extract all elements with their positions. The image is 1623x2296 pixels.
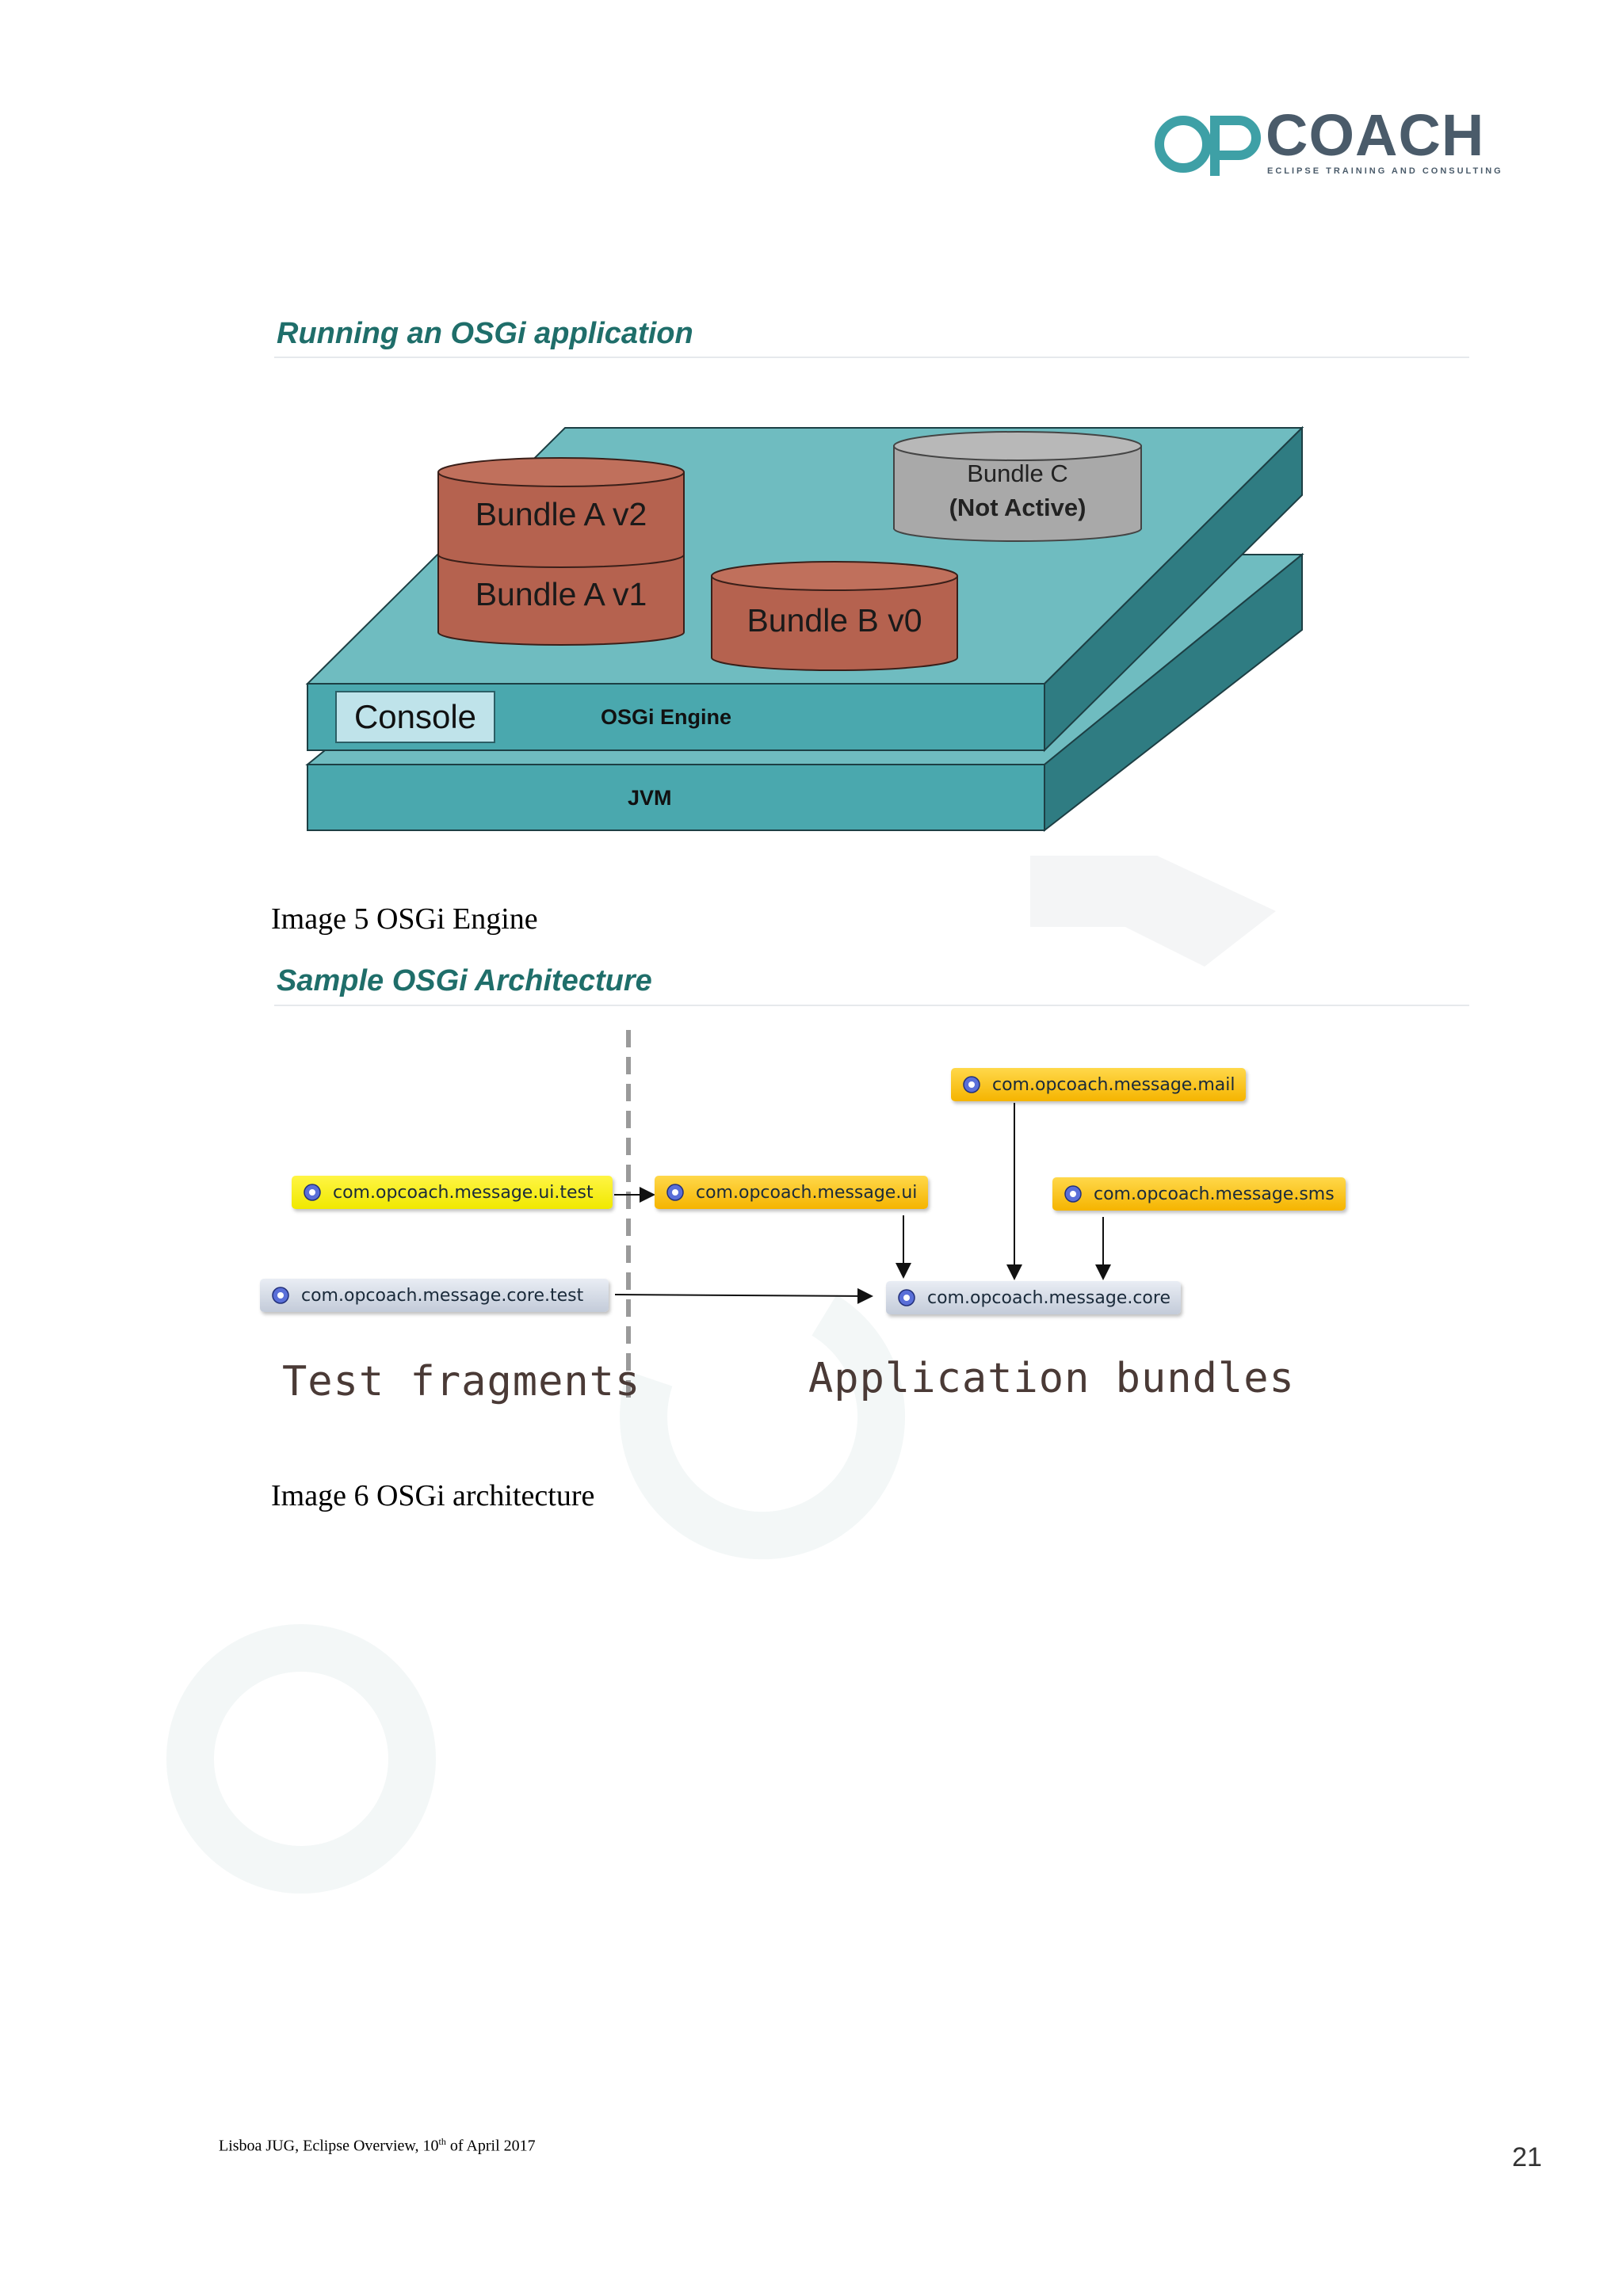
jvm-label: JVM — [628, 786, 672, 810]
plugin-icon — [1064, 1185, 1082, 1203]
heading-rule — [274, 357, 1469, 358]
bundle-mail: com.opcoach.message.mail — [951, 1068, 1246, 1101]
section-heading-running: Running an OSGi application — [277, 317, 693, 350]
figure-caption-5: Image 5 OSGi Engine — [271, 902, 538, 936]
bundle-a-v1-label: Bundle A v1 — [475, 576, 647, 612]
plugin-icon — [272, 1287, 289, 1304]
bundle-c-state: (Not Active) — [949, 494, 1086, 521]
test-fragments-label: Test fragments — [282, 1358, 641, 1405]
opcoach-logo: COACH ECLIPSE TRAINING AND CONSULTING — [1153, 103, 1501, 182]
osgi-engine-figure: Bundle A v2 Bundle A v1 Bundle B v0 Bund… — [0, 0, 1623, 871]
jvm-slab-front — [307, 764, 1045, 831]
page-number: 21 — [1512, 2142, 1542, 2172]
bundle-core-test-label: com.opcoach.message.core.test — [301, 1285, 584, 1306]
bundle-core: com.opcoach.message.core — [886, 1281, 1181, 1314]
application-bundles-label: Application bundles — [808, 1355, 1295, 1402]
bundle-ui-label: com.opcoach.message.ui — [696, 1182, 918, 1203]
plugin-icon — [304, 1184, 321, 1201]
logo-tagline: ECLIPSE TRAINING AND CONSULTING — [1267, 166, 1503, 176]
osgi-engine-diagram — [305, 425, 1304, 833]
footer-text-start: Lisboa JUG, Eclipse Overview, 10 — [219, 2137, 439, 2155]
bundle-ui: com.opcoach.message.ui — [655, 1176, 928, 1209]
bundle-mail-label: com.opcoach.message.mail — [992, 1074, 1235, 1095]
bundle-b-v0-label: Bundle B v0 — [747, 602, 922, 639]
bundle-ui-test: com.opcoach.message.ui.test — [292, 1176, 613, 1209]
architecture-diagram-lines — [614, 1030, 1111, 1406]
osgi-engine-label: OSGi Engine — [601, 705, 732, 729]
plugin-icon — [963, 1076, 980, 1093]
footer-text-end: of April 2017 — [445, 2137, 536, 2155]
op-logo-mark — [1155, 116, 1261, 176]
bundle-core-label: com.opcoach.message.core — [927, 1287, 1170, 1308]
bundle-sms-label: com.opcoach.message.sms — [1094, 1184, 1335, 1204]
bundle-b-v0-cylinder — [711, 561, 958, 671]
bundle-c-cylinder — [893, 431, 1142, 542]
bundle-core-test: com.opcoach.message.core.test — [260, 1279, 609, 1312]
section-heading-architecture: Sample OSGi Architecture — [277, 964, 652, 997]
arrow-coretest-to-core — [614, 1287, 873, 1304]
bundle-c-label: Bundle C — [967, 460, 1068, 487]
bundle-a-v2-label: Bundle A v2 — [475, 496, 647, 532]
page-footer: Lisboa JUG, Eclipse Overview, 10th of Ap… — [219, 2136, 536, 2156]
plugin-icon — [666, 1184, 684, 1201]
bundle-sms: com.opcoach.message.sms — [1052, 1177, 1346, 1211]
bundle-a-v2-cylinder — [437, 457, 685, 568]
figure-caption-6: Image 6 OSGi architecture — [271, 1479, 595, 1512]
footer-superscript: th — [438, 2136, 446, 2147]
bundle-ui-test-label: com.opcoach.message.ui.test — [333, 1182, 594, 1203]
osgi-architecture-figure: com.opcoach.message.mail com.opcoach.mes… — [260, 1030, 1346, 1406]
plugin-icon — [898, 1289, 915, 1306]
console-box: Console — [335, 691, 495, 743]
heading-rule — [274, 1005, 1469, 1006]
logo-coach-text: COACH — [1266, 102, 1485, 168]
